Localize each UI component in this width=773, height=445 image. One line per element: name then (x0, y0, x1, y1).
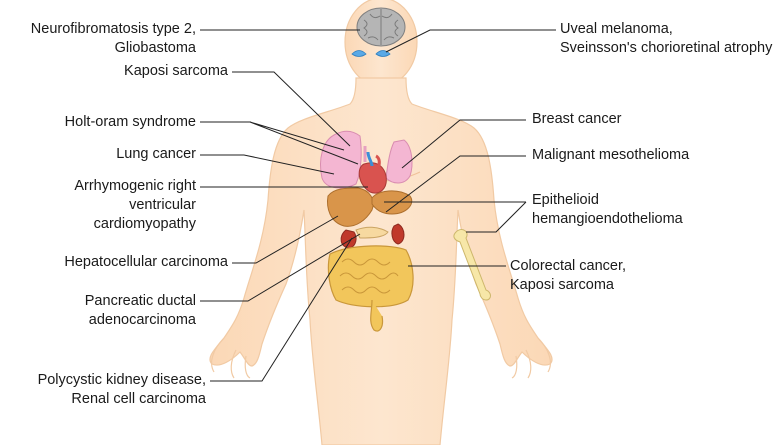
label-neurofibromatosis: Neurofibromatosis type 2, Gliobastoma (4, 20, 196, 58)
brain-icon (357, 8, 405, 46)
label-line: Lung cancer (4, 145, 196, 164)
label-epithelioid-hemangioendothelioma: Epithelioid hemangioendothelioma (532, 191, 762, 229)
label-line: Breast cancer (532, 110, 762, 129)
label-polycystic-kidney: Polycystic kidney disease, Renal cell ca… (4, 371, 206, 409)
label-uveal-melanoma: Uveal melanoma, Sveinsson's chorioretina… (560, 20, 770, 58)
label-holt-oram: Holt-oram syndrome (4, 113, 196, 132)
label-line: Arrhymogenic right (4, 177, 196, 196)
label-line: hemangioendothelioma (532, 210, 762, 229)
label-line: Uveal melanoma, (560, 20, 770, 39)
label-line: Hepatocellular carcinoma (4, 253, 228, 272)
label-line: Kaposi sarcoma (4, 62, 228, 81)
label-line: Epithelioid (532, 191, 762, 210)
label-line: cardiomyopathy (4, 215, 196, 234)
label-line: adenocarcinoma (4, 311, 196, 330)
label-pancreatic-ductal: Pancreatic ductal adenocarcinoma (4, 292, 196, 330)
label-line: Holt-oram syndrome (4, 113, 196, 132)
label-line: Gliobastoma (4, 39, 196, 58)
label-hepatocellular-carcinoma: Hepatocellular carcinoma (4, 253, 228, 272)
label-malignant-mesothelioma: Malignant mesothelioma (532, 146, 762, 165)
label-lung-cancer: Lung cancer (4, 145, 196, 164)
label-colorectal-cancer: Colorectal cancer, Kaposi sarcoma (510, 257, 750, 295)
label-line: Kaposi sarcoma (510, 276, 750, 295)
label-line: Colorectal cancer, (510, 257, 750, 276)
label-arvc: Arrhymogenic right ventricular cardiomyo… (4, 177, 196, 234)
label-kaposi-sarcoma: Kaposi sarcoma (4, 62, 228, 81)
label-line: Sveinsson's chorioretinal atrophy (560, 39, 770, 58)
label-breast-cancer: Breast cancer (532, 110, 762, 129)
label-line: Pancreatic ductal (4, 292, 196, 311)
label-line: Malignant mesothelioma (532, 146, 762, 165)
label-line: Polycystic kidney disease, (4, 371, 206, 390)
label-line: Neurofibromatosis type 2, (4, 20, 196, 39)
label-line: ventricular (4, 196, 196, 215)
label-line: Renal cell carcinoma (4, 390, 206, 409)
body-silhouette (210, 0, 552, 445)
